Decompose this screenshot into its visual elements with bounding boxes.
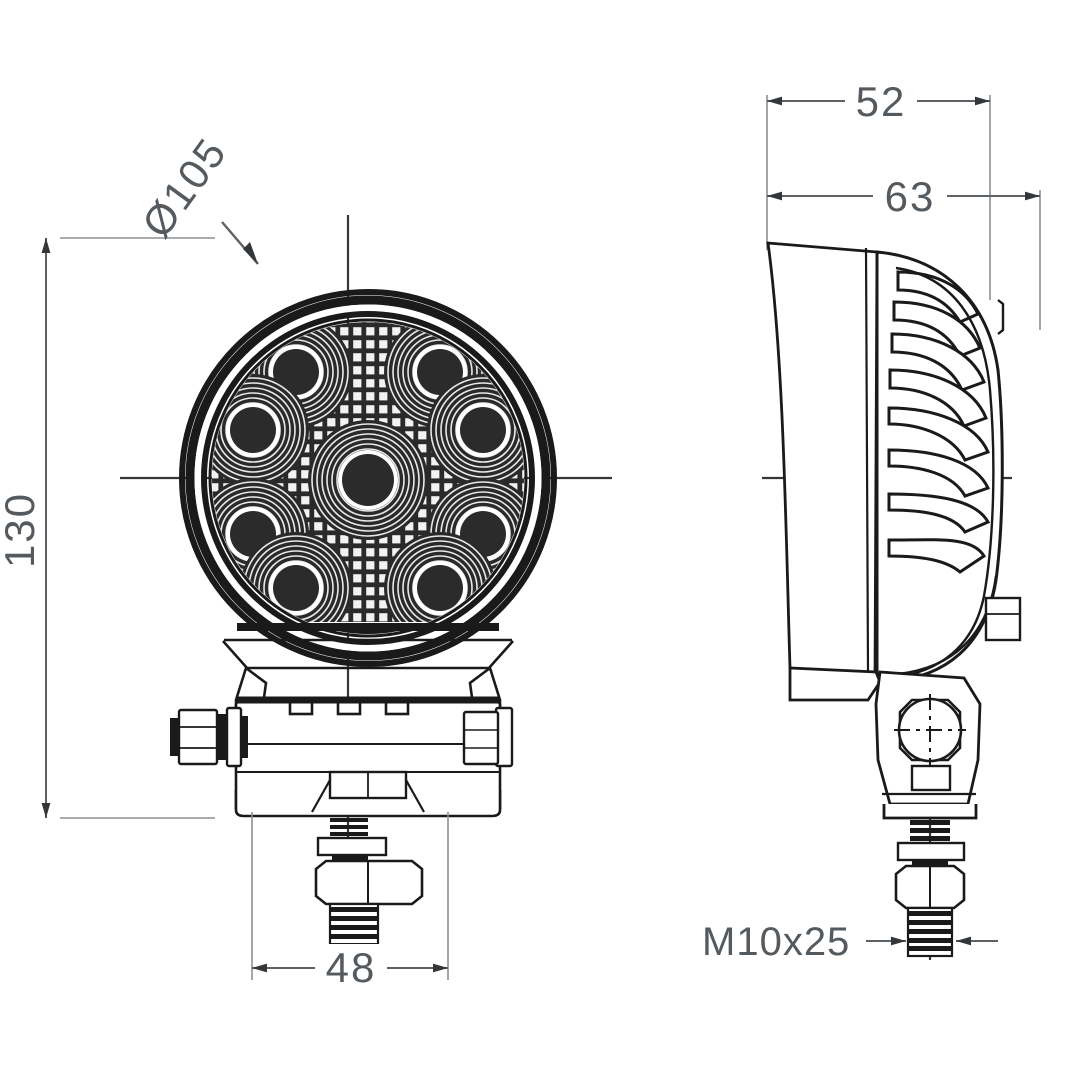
dimension-label-48: 48 [326,944,377,991]
dimension-label-130: 130 [0,492,43,568]
dimension-label-52: 52 [856,78,907,125]
dimension-depth-63: 63 [767,172,1041,330]
side-view-connector [984,596,1022,642]
bracket-bolt-left [170,706,248,768]
mounting-bracket-front [234,665,502,818]
heatsink-fins [887,270,991,574]
dimension-label-63: 63 [885,173,936,220]
dimension-width-48: 48 [251,812,449,991]
side-view-lens [766,241,879,680]
lens-bezel [179,289,557,667]
note-label-m10x25: M10x25 [702,920,850,964]
mounting-bracket-side [788,666,982,820]
thread-hatch-upper [330,818,368,836]
dimension-label-105: Ø105 [133,129,236,246]
note-thread-m10x25: M10x25 [702,920,998,964]
side-view-contours [891,266,1005,680]
lens-bottom-chord [222,623,514,670]
bracket-bolt-right [462,706,514,768]
dimension-diameter-105: Ø105 [133,129,259,265]
dimension-depth-52: 52 [766,78,991,300]
dimension-height-130: 130 [0,237,215,819]
mounting-stud-side [894,820,966,958]
mounting-stud-front [314,818,424,958]
